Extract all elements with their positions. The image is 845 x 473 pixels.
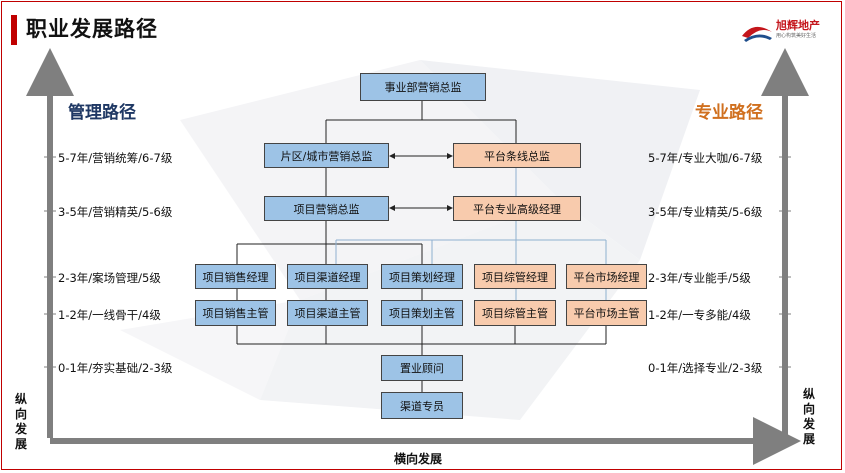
box-general-admin-manager: 项目综管经理 [474, 264, 556, 289]
box-city-marketing-director: 片区/城市营销总监 [264, 143, 389, 168]
left-level-3: 2-3年/案场管理/5级 [58, 271, 161, 285]
professional-path-heading: 专业路径 [695, 103, 763, 123]
box-platform-director: 平台条线总监 [453, 143, 581, 168]
logo-name: 旭辉地产 [776, 19, 820, 32]
right-level-4: 1-2年/一专多能/4级 [648, 308, 751, 322]
box-channel-supervisor: 项目渠道主管 [287, 300, 368, 326]
box-sales-supervisor: 项目销售主管 [195, 300, 276, 326]
box-platform-senior-manager: 平台专业高级经理 [453, 196, 581, 221]
box-platform-market-manager: 平台市场经理 [566, 264, 647, 289]
horizontal-axis-label: 横向发展 [394, 452, 443, 466]
right-level-1: 5-7年/专业大咖/6-7级 [648, 151, 763, 165]
left-level-2: 3-5年/营销精英/5-6级 [58, 205, 173, 219]
right-level-2: 3-5年/专业精英/5-6级 [648, 205, 763, 219]
company-logo-icon [742, 26, 772, 42]
page-title: 职业发展路径 [26, 17, 158, 41]
left-level-1: 5-7年/营销统筹/6-7级 [58, 151, 173, 165]
box-platform-market-supervisor: 平台市场主管 [566, 300, 647, 326]
management-path-heading: 管理路径 [68, 103, 136, 123]
box-channel-manager: 项目渠道经理 [287, 264, 368, 289]
box-channel-specialist: 渠道专员 [381, 392, 463, 419]
title-accent-bar [11, 15, 17, 45]
right-level-5: 0-1年/选择专业/2-3级 [648, 361, 763, 375]
right-level-3: 2-3年/专业能手/5级 [648, 271, 751, 285]
left-level-5: 0-1年/夯实基础/2-3级 [58, 361, 173, 375]
box-sales-manager: 项目销售经理 [195, 264, 276, 289]
box-project-marketing-director: 项目营销总监 [264, 196, 389, 221]
box-division-marketing-director: 事业部营销总监 [360, 73, 486, 101]
logo-tagline: 用心构筑美好生活 [776, 33, 817, 39]
box-planning-supervisor: 项目策划主管 [381, 300, 463, 326]
box-property-consultant: 置业顾问 [381, 355, 463, 381]
box-general-admin-supervisor: 项目综管主管 [474, 300, 556, 326]
left-vertical-axis-label: 纵向发展 [14, 392, 27, 451]
box-planning-manager: 项目策划经理 [381, 264, 463, 289]
left-level-4: 1-2年/一线骨干/4级 [58, 308, 161, 322]
right-vertical-axis-label: 纵向发展 [802, 387, 815, 446]
